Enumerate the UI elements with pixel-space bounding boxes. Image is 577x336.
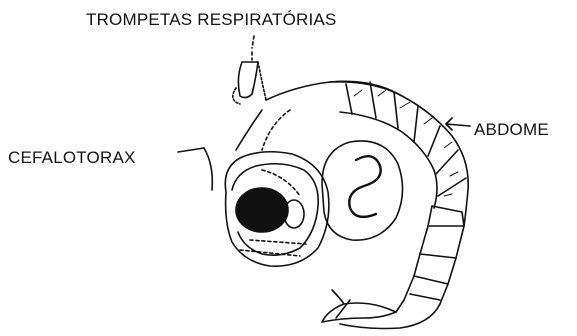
label-abdomen: ABDOME <box>474 120 549 140</box>
leader-line-trumpets <box>252 36 254 60</box>
respiratory-trumpets <box>233 62 266 104</box>
label-cephalothorax: CEFALOTORAX <box>8 148 136 168</box>
leader-line-abdomen <box>446 118 470 130</box>
hatching <box>354 90 458 196</box>
label-respiratory-trumpets: TROMPETAS RESPIRATÓRIAS <box>86 10 337 30</box>
eye <box>236 188 304 232</box>
leader-line-cephalothorax <box>178 148 212 190</box>
wing-case <box>322 141 403 240</box>
dorsal-curve <box>236 82 402 150</box>
